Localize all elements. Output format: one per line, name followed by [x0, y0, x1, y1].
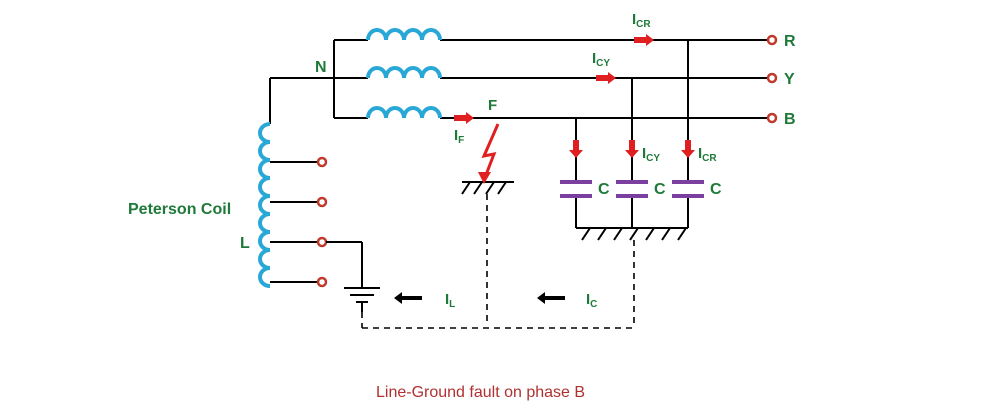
coil-tap-terminal [316, 276, 328, 288]
peterson-coil-label: Peterson Coil [128, 201, 231, 218]
capacitor-label: C [598, 181, 610, 198]
terminal-R [766, 34, 778, 46]
peterson-coil [258, 122, 363, 288]
coil-tap-terminal [316, 236, 328, 248]
current-ICY-label-top: ICY [592, 50, 610, 69]
current-ICR-label-top: ICR [632, 11, 651, 30]
diagram-caption: Line-Ground fault on phase B [376, 384, 585, 401]
fault-F-label: F [488, 97, 497, 114]
return-current-path [361, 194, 635, 329]
phase-Y-label: Y [784, 71, 795, 88]
node-N-label: N [315, 59, 327, 76]
fault-arrow-head [478, 172, 491, 184]
capacitor-label: C [654, 181, 666, 198]
current-ICR-label: ICR [698, 145, 717, 164]
current-IC-label: IC [586, 291, 597, 310]
coil-tap-L-label: L [240, 235, 250, 252]
current-IL-label: IL [445, 291, 455, 310]
capacitor-label: C [710, 181, 722, 198]
generator-windings [366, 28, 442, 119]
phase-B-label: B [784, 111, 796, 128]
terminal-B [766, 112, 778, 124]
earth-ground-symbol [344, 287, 380, 312]
terminal-Y [766, 72, 778, 84]
current-ICY-label: ICY [642, 145, 660, 164]
phase-wires [269, 39, 768, 124]
fault-lightning-bolt [481, 123, 500, 181]
fault-ground-symbol [461, 181, 514, 195]
phase-R-label: R [784, 33, 796, 50]
current-IF-label: IF [454, 127, 464, 146]
return-current-arrows [394, 292, 565, 304]
capacitor-network [560, 40, 704, 241]
current-arrows [454, 34, 695, 158]
coil-tap-terminal [316, 196, 328, 208]
coil-tap-terminal [316, 156, 328, 168]
